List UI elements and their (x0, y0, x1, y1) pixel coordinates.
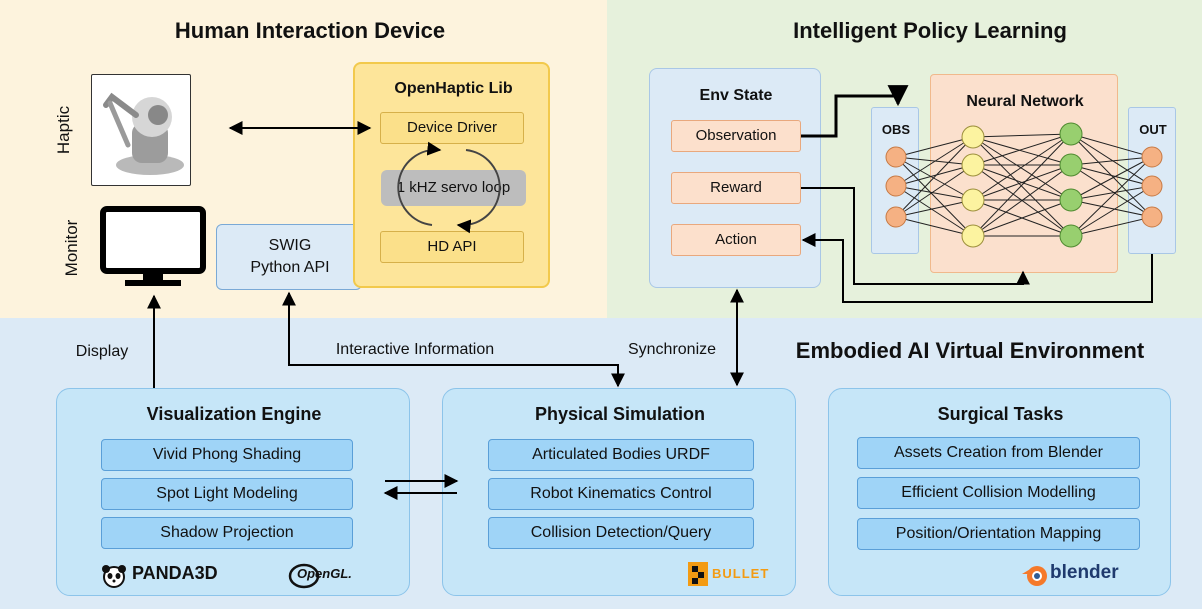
hidden2-node (1059, 153, 1083, 177)
openhaptic-title: OpenHaptic Lib (394, 80, 513, 97)
interactive-info-arrow (282, 291, 625, 388)
env-state-title: Env State (699, 87, 773, 104)
monitor-icon (100, 206, 206, 286)
swig-label: SWIG (268, 237, 312, 254)
visualization-engine-title: Visualization Engine (146, 404, 322, 424)
collision-detection-query-item: Collision Detection/Query (488, 517, 754, 549)
hidden1-node (961, 188, 985, 212)
out-node (1141, 206, 1163, 228)
panda3d-logo: PANDA3D (132, 563, 218, 583)
obs-node (885, 175, 907, 197)
bullet-logo: BULLET (712, 566, 770, 581)
shadow-projection-item: Shadow Projection (101, 517, 353, 549)
hidden2-node (1059, 122, 1083, 146)
ipl-title: Intelligent Policy Learning (793, 18, 1067, 43)
neural-network-box: Neural Network (930, 74, 1118, 273)
servo-loop-box: 1 kHZ servo loop (381, 170, 526, 206)
action-arrow (801, 233, 1153, 303)
synchronize-label: Synchronize (627, 341, 717, 358)
servo-loop-arc-right (456, 149, 501, 234)
swig-python-api-box: SWIG Python API (216, 224, 362, 290)
blender-logo: blender (1050, 562, 1119, 583)
position-orientation-mapping-item: Position/Orientation Mapping (857, 518, 1140, 550)
out-label: OUT (1139, 122, 1167, 137)
obs-node (885, 206, 907, 228)
blender-icon (1022, 566, 1047, 586)
network-connections (895, 133, 1153, 237)
reward-arrow (801, 187, 1030, 285)
python-api-label: Python API (250, 259, 330, 276)
hidden1-node (961, 224, 985, 248)
out-node (1141, 175, 1163, 197)
robot-kinematics-control-item: Robot Kinematics Control (488, 478, 754, 510)
hd-api-box: HD API (380, 231, 524, 263)
spot-light-modeling-item: Spot Light Modeling (101, 478, 353, 510)
display-label: Display (75, 343, 129, 360)
efficient-collision-item: Efficient Collision Modelling (857, 477, 1140, 509)
bullet-physics-icon (688, 562, 708, 586)
eai-title: Embodied AI Virtual Environment (795, 338, 1145, 363)
observation-arrow (801, 85, 909, 138)
reward-box: Reward (671, 172, 801, 204)
servo-loop-arc-left (397, 141, 442, 226)
hidden2-node (1059, 224, 1083, 248)
hidden2-node (1059, 188, 1083, 212)
obs-label: OBS (881, 122, 911, 137)
haptic-device-image (91, 74, 191, 186)
obs-node (885, 146, 907, 168)
hid-title: Human Interaction Device (174, 18, 446, 43)
vivid-phong-shading-item: Vivid Phong Shading (101, 439, 353, 471)
physical-simulation-title: Physical Simulation (534, 404, 706, 424)
haptic-device-icon (103, 92, 184, 175)
articulated-bodies-urdf-item: Articulated Bodies URDF (488, 439, 754, 471)
neural-network-title: Neural Network (966, 93, 1084, 110)
opengl-logo: OpenGL. (297, 566, 352, 581)
hidden1-node (961, 125, 985, 149)
opengl-swoosh-icon (288, 563, 320, 589)
surgical-tasks-title: Surgical Tasks (937, 404, 1064, 424)
hidden1-node (961, 153, 985, 177)
panda-icon (102, 565, 126, 588)
device-driver-box: Device Driver (380, 112, 524, 144)
action-box: Action (671, 224, 801, 256)
assets-creation-item: Assets Creation from Blender (857, 437, 1140, 469)
observation-box: Observation (671, 120, 801, 152)
out-node (1141, 146, 1163, 168)
